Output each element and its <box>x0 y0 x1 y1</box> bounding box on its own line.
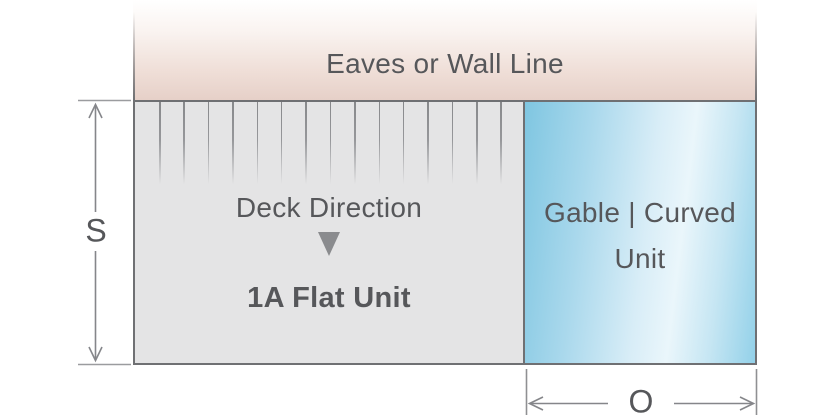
deck-board-line <box>500 102 502 186</box>
deck-board-line <box>207 102 210 186</box>
o-dimension-label: O <box>628 383 654 420</box>
deck-board-line <box>280 102 283 186</box>
gable-unit-label-line2: Unit <box>614 243 666 274</box>
deck-board-line <box>354 102 356 186</box>
eaves-wall-line-band: Eaves or Wall Line <box>133 0 757 100</box>
s-dimension-label: S <box>85 212 107 249</box>
gable-unit-label-line1: Gable | Curved <box>543 197 736 228</box>
deck-direction-label: Deck Direction <box>235 192 423 223</box>
deck-board-line <box>329 102 332 186</box>
deck-board-line <box>476 102 478 186</box>
deck-board-line <box>232 102 234 186</box>
units-outline-box: Deck Direction 1A Flat Unit Gable | Curv… <box>133 100 757 365</box>
deck-board-line <box>378 102 381 186</box>
eaves-wall-line-label: Eaves or Wall Line <box>326 48 564 79</box>
deck-board-line <box>402 102 405 186</box>
flat-unit-area: Deck Direction 1A Flat Unit <box>135 102 523 363</box>
deck-board-line <box>305 102 307 186</box>
deck-board-line <box>159 102 161 186</box>
deck-board-line <box>451 102 454 186</box>
gable-curved-unit-area: Gable | Curved Unit <box>523 102 755 363</box>
deck-board-line <box>183 102 185 186</box>
flat-unit-name-label: 1A Flat Unit <box>247 282 411 314</box>
deck-board-line <box>427 102 429 186</box>
flat-unit-labels: Deck Direction 1A Flat Unit <box>135 102 523 363</box>
deck-boards-hatch <box>159 102 502 186</box>
deck-board-line <box>256 102 259 186</box>
triangle-down-icon <box>318 232 340 256</box>
